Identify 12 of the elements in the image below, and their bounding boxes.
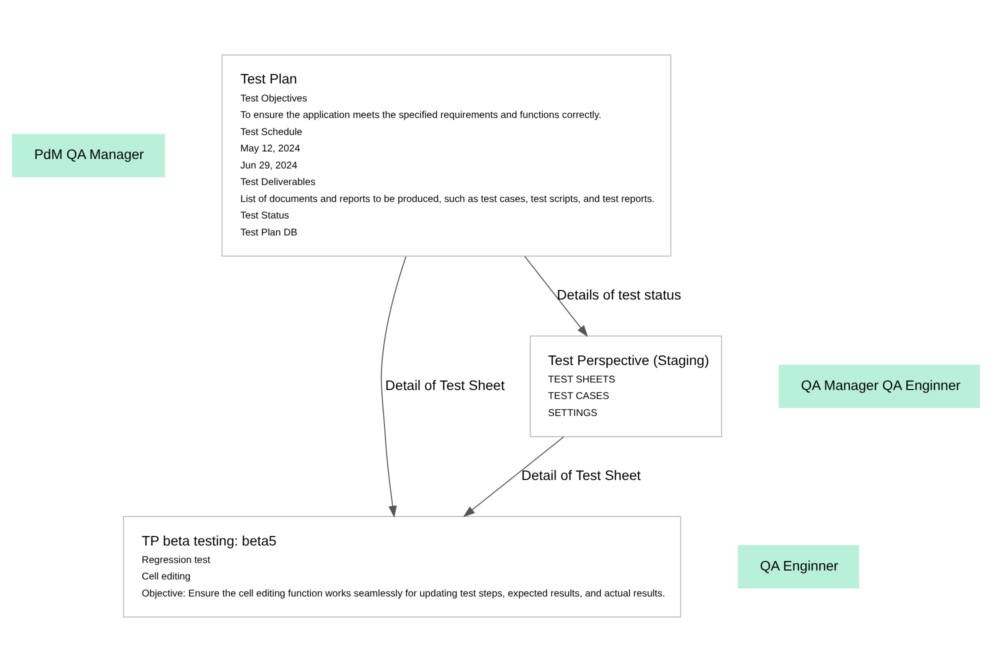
node-box: TP beta testing: beta5 Regression test Cell editing Objective: Ensure the cell editing function works seamlessly for updating test steps, expected results, and actual results. — [122, 516, 682, 618]
node-box: QA Enginner — [738, 545, 860, 588]
edge-label: Detail of Test Sheet — [385, 378, 505, 393]
arrow — [524, 256, 588, 338]
node-box: QA Manager QA Enginner — [778, 364, 980, 408]
arrow — [463, 436, 564, 518]
arrow — [380, 256, 406, 518]
edge-label: Details of test status — [556, 288, 682, 303]
node-box: PdM QA Manager — [12, 134, 165, 178]
node-box: Test Plan Test Objectives To ensure the application meets the specified requirements and functions correctly. Test Schedule May 12, 2024 Jun 29, 2024 Test Deliverables List of documents and reports to be produced, such as test cases, test scripts, and test reports. Test Status Test Plan DB — [222, 54, 672, 257]
edge-label: Detail of Test Sheet — [521, 468, 641, 484]
node-box: Test Perspective (Staging) TEST SHEETS TEST CASES SETTINGS — [530, 336, 722, 438]
